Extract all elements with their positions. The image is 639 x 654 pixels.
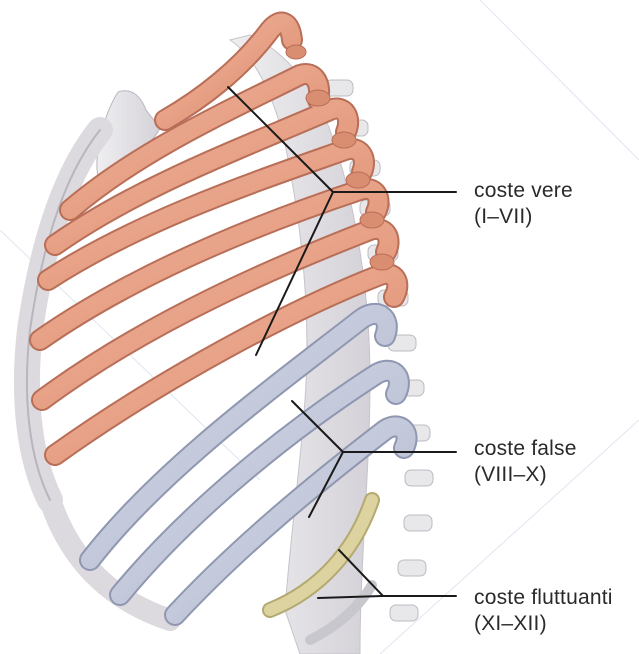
label-floating-ribs-range: (XI–XII) <box>474 611 613 637</box>
label-true-ribs-range: (I–VII) <box>474 204 573 230</box>
label-false-ribs-name: coste false <box>474 436 577 462</box>
label-floating-ribs-name: coste fluttuanti <box>474 585 613 611</box>
label-false-ribs: coste false (VIII–X) <box>474 436 577 488</box>
label-true-ribs-name: coste vere <box>474 178 573 204</box>
label-true-ribs: coste vere (I–VII) <box>474 178 573 230</box>
label-false-ribs-range: (VIII–X) <box>474 462 577 488</box>
label-floating-ribs: coste fluttuanti (XI–XII) <box>474 585 613 637</box>
